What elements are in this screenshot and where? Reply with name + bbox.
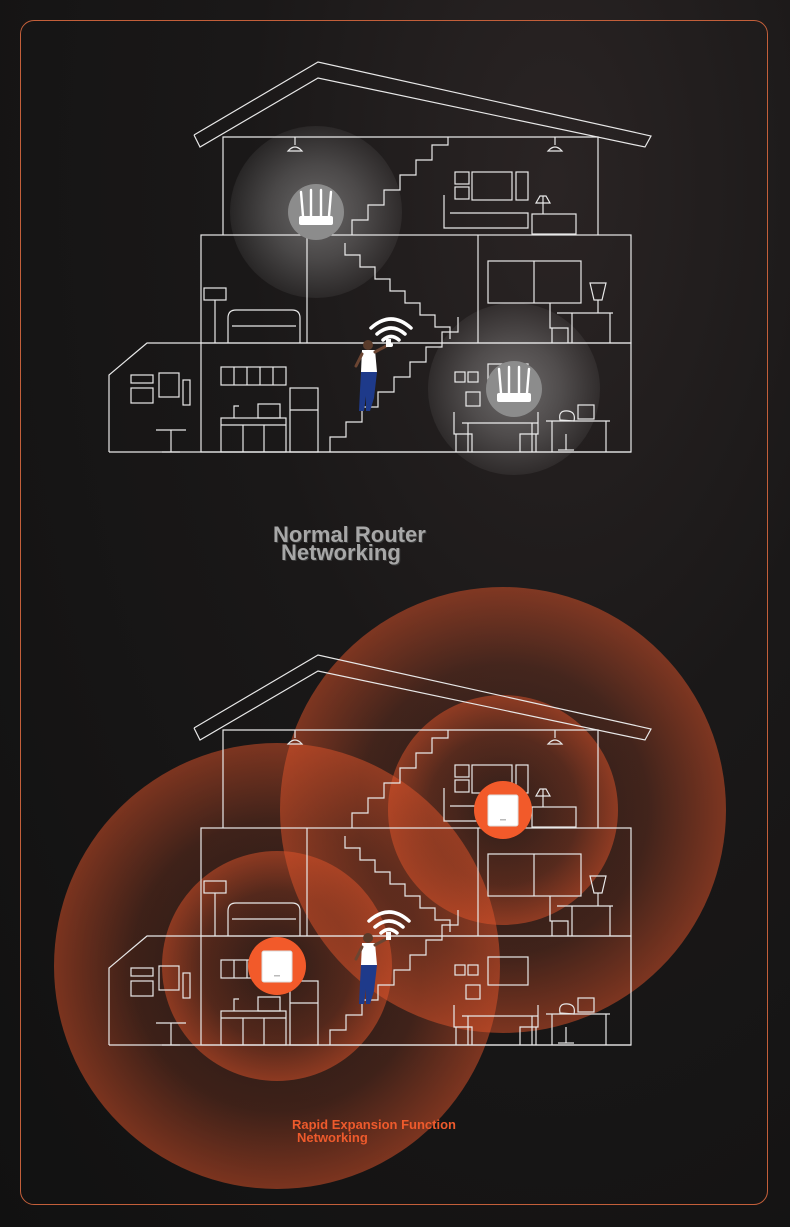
mesh-node-icon [247,936,307,996]
mesh-node-icon [473,780,533,840]
page-frame [20,20,768,1205]
rapid-caption-line1: Rapid Expansion Function [292,1117,456,1132]
router-icon [484,359,544,419]
router-icon [286,182,346,242]
normal-caption-line1: Normal Router [273,522,426,547]
person-with-phone-icon [354,337,393,413]
rapid-caption-line2: Networking [297,1130,368,1145]
normal-caption-line2: Networking [281,540,401,565]
normal-router-house-illustration [108,61,652,475]
rapid-expansion-house-illustration [54,587,726,1189]
